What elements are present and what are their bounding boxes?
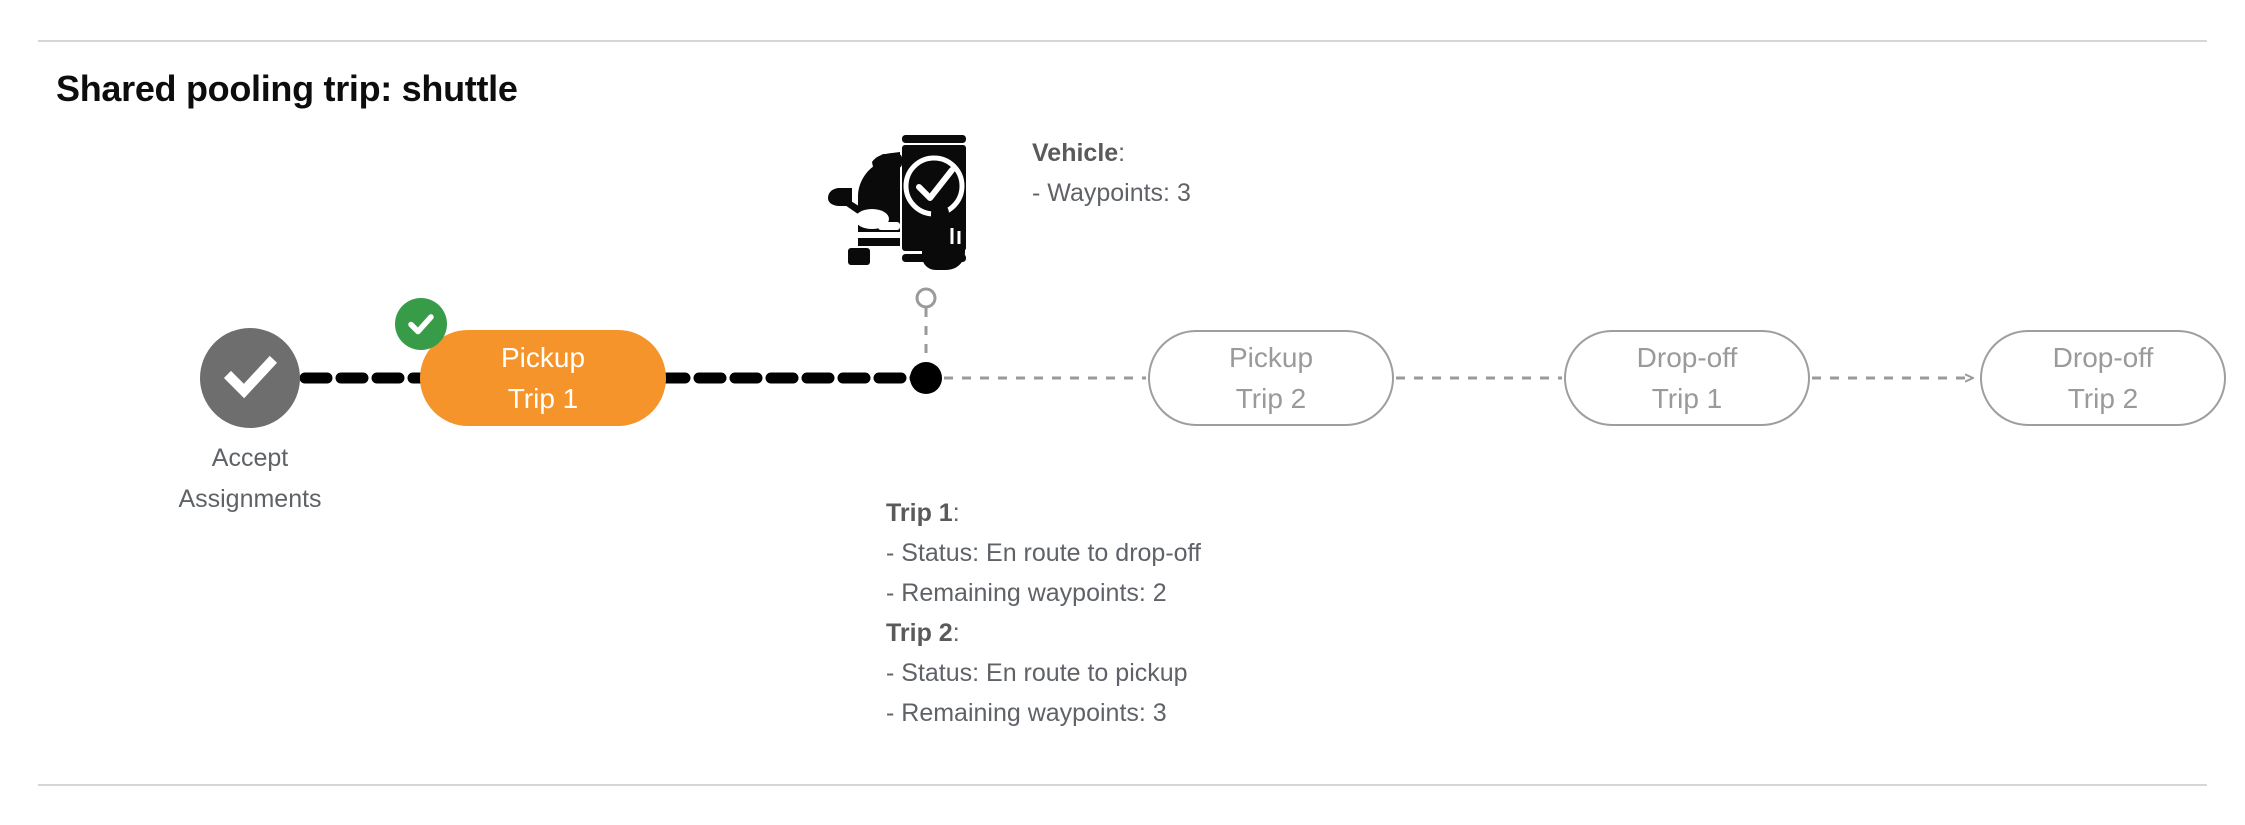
vehicle-anchor-circle xyxy=(915,287,937,309)
page-title: Shared pooling trip: shuttle xyxy=(56,68,518,109)
vehicle-position-dot xyxy=(910,362,942,394)
bottom-divider xyxy=(38,784,2207,786)
pickup-trip-1-completed-badge xyxy=(395,298,447,350)
trips-callout: Trip 1: - Status: En route to drop-off -… xyxy=(886,493,1201,733)
vehicle-callout-heading-suffix: : xyxy=(1118,139,1126,167)
node-dropoff-trip-1-line1: Drop-off xyxy=(1636,342,1738,373)
node-pickup-trip-1[interactable]: Pickup Trip 1 xyxy=(420,330,666,426)
trip-2-remaining-waypoints: - Remaining waypoints: 3 xyxy=(886,699,1167,727)
node-dropoff-trip-2[interactable]: Drop-off Trip 2 xyxy=(1980,330,2226,426)
vehicle-callout: Vehicle: - Waypoints: 3 xyxy=(1032,133,1191,213)
node-dropoff-trip-1[interactable]: Drop-off Trip 1 xyxy=(1564,330,1810,426)
node-dropoff-trip-2-line1: Drop-off xyxy=(2052,342,2154,373)
top-divider xyxy=(38,40,2207,42)
node-pickup-trip-2-line2: Trip 2 xyxy=(1235,383,1307,414)
node-accept-assignments[interactable]: Accept Assignments xyxy=(178,328,322,513)
node-pickup-trip-1-line1: Pickup xyxy=(500,342,586,373)
trip-1-heading-text: Trip 1 xyxy=(886,499,953,527)
vehicle-callout-waypoints: - Waypoints: 3 xyxy=(1032,179,1191,207)
trip-2-heading-text: Trip 2 xyxy=(886,619,953,647)
check-badge-icon xyxy=(408,314,434,335)
trip-1-heading: Trip 1: xyxy=(886,493,1201,533)
trip-2-heading: Trip 2: xyxy=(886,613,1201,653)
trip-1-status: - Status: En route to drop-off xyxy=(886,539,1201,567)
node-pickup-trip-2[interactable]: Pickup Trip 2 xyxy=(1148,330,1394,426)
node-dropoff-trip-1-line2: Trip 1 xyxy=(1651,383,1723,414)
trip-2-heading-suffix: : xyxy=(952,619,960,647)
vehicle-callout-heading-text: Vehicle xyxy=(1032,139,1119,167)
vehicle-callout-heading: Vehicle: xyxy=(1032,133,1191,173)
node-pickup-trip-1-line2: Trip 1 xyxy=(507,383,579,414)
check-circle-icon xyxy=(223,355,278,399)
node-pickup-trip-2-line1: Pickup xyxy=(1228,342,1314,373)
vehicle-app-check-icon xyxy=(818,118,978,278)
trip-1-remaining-waypoints: - Remaining waypoints: 2 xyxy=(886,579,1167,607)
accept-assignments-circle xyxy=(200,328,300,428)
trip-1-heading-suffix: : xyxy=(952,499,960,527)
trip-2-status: - Status: En route to pickup xyxy=(886,659,1188,687)
node-dropoff-trip-2-line2: Trip 2 xyxy=(2067,383,2139,414)
accept-assignments-label: Accept Assignments xyxy=(178,444,322,513)
